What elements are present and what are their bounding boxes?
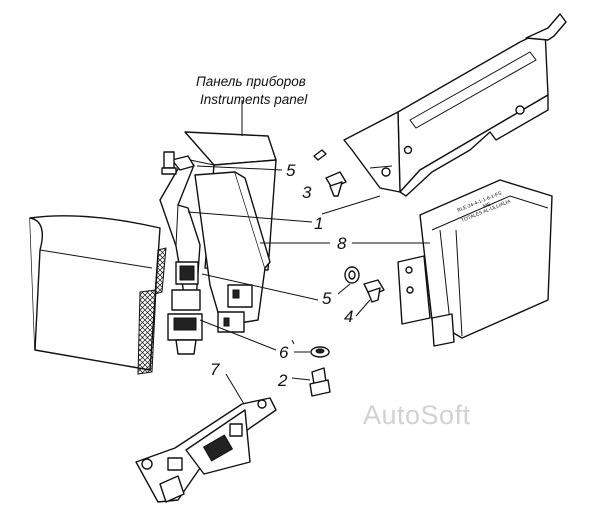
upper-right-bracket [343, 13, 567, 197]
callout-5-upper: 5 [286, 161, 296, 180]
cab-panel [29, 215, 161, 371]
callout-7: 7 [210, 360, 220, 379]
washer-5-upper [313, 149, 327, 161]
callout-3: 3 [302, 183, 312, 202]
nut-6 [310, 346, 330, 358]
relay-unit-mounted [194, 171, 271, 333]
washer-5-lower [344, 266, 360, 284]
callout-5-lower: 5 [322, 289, 332, 308]
callout-2: 2 [277, 371, 288, 390]
panel-caption: Панель приборов Instruments panel [196, 74, 308, 107]
screw-3 [325, 171, 347, 197]
callout-4: 4 [344, 307, 353, 326]
watermark: AutoSoft [363, 400, 471, 430]
svg-text:ME: ME [483, 201, 493, 210]
bracket-upper-screws [161, 151, 177, 175]
callout-8: 8 [337, 234, 347, 253]
insulation-strip [137, 247, 167, 375]
connector-block [167, 261, 203, 355]
callout-1: 1 [314, 214, 323, 233]
bottom-bracket-7 [135, 397, 277, 503]
screw-4 [363, 279, 385, 303]
callout-6: 6 [279, 343, 289, 362]
panel-caption-ru: Панель приборов [196, 74, 306, 89]
relay-unit-8: RLE-24-4-1-1-6-1-FS TOTALES AL-ULLIALIA … [397, 179, 553, 347]
screw-2 [309, 367, 331, 397]
leader-lines [187, 100, 430, 405]
panel-caption-en: Instruments panel [200, 92, 308, 107]
